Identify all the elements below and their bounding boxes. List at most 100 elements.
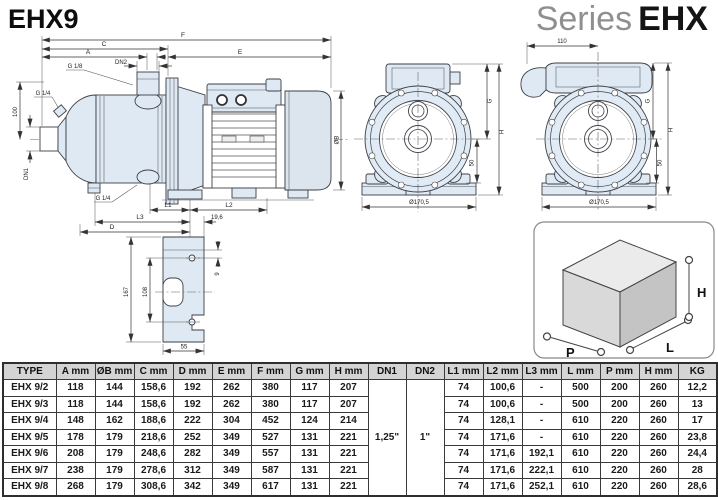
col-header-h2: H mm [638,362,679,380]
series-title-light: Series [535,0,633,38]
col-header-type: TYPE [2,362,57,380]
cell-value: 252 [172,428,213,446]
cell-value: 148 [55,412,96,430]
cell-value: 28,6 [677,478,718,496]
cell-value: 144 [94,379,135,397]
dim-fv2-110: 110 [557,39,567,45]
dim-e: E [238,49,243,56]
cell-type: EHX 9/8 [2,478,57,496]
dim-fv2-h: H [669,128,675,132]
cell-value: 248,6 [133,445,174,463]
cell-type: EHX 9/3 [2,395,57,413]
cell-value: 100,6 [482,395,523,413]
cell-value: 349 [211,461,252,479]
cell-type: EHX 9/6 [2,445,57,463]
cell-value: - [521,395,562,413]
col-header-f: F mm [250,362,291,380]
cell-value: 252,1 [521,478,562,496]
cell-type: EHX 9/4 [2,412,57,430]
dim-l2: L2 [225,202,233,209]
cell-value: 557 [250,445,291,463]
cell-value: 117 [289,395,330,413]
cell-value: 220 [599,428,640,446]
dim-108: 108 [143,286,149,297]
cell-value: 527 [250,428,291,446]
cell-value: 131 [289,445,330,463]
cell-value: 192 [172,379,213,397]
cell-value: 278,6 [133,461,174,479]
box-dim-h: H [697,285,706,300]
cell-value: 312 [172,461,213,479]
cell-value: 200 [599,379,640,397]
cell-value: 220 [599,478,640,496]
dim-fv1-50: 50 [470,159,476,166]
cell-value: 144 [94,395,135,413]
cell-value: 179 [94,445,135,463]
dim-196: 19,6 [211,215,223,221]
cell-value: 118 [55,395,96,413]
cell-value: 610 [560,461,601,479]
cell-value: 260 [638,478,679,496]
cell-value: 610 [560,412,601,430]
cell-value: 380 [250,395,291,413]
cell-value: 260 [638,379,679,397]
cell-value: 207 [328,395,369,413]
cell-value: 179 [94,478,135,496]
flange-detail: 167 108 9 55 [124,236,222,355]
col-header-l3: L3 mm [521,362,562,380]
cell-value: 131 [289,461,330,479]
cell-value: 28 [677,461,718,479]
cell-value: 500 [560,379,601,397]
cell-value: 610 [560,428,601,446]
dim-f: F [181,32,185,39]
cell-value: 162 [94,412,135,430]
cell-value: 342 [172,478,213,496]
cell-value: 12,2 [677,379,718,397]
col-header-l: L mm [560,362,601,380]
cell-value: 24,4 [677,445,718,463]
cell-value: 131 [289,428,330,446]
col-header-e: E mm [211,362,252,380]
cell-value: 171,6 [482,478,523,496]
cell-value: - [521,379,562,397]
dim-a: A [86,49,91,56]
col-header-p: P mm [599,362,640,380]
cell-value: 23,8 [677,428,718,446]
cell-value: 262 [211,379,252,397]
cell-value: 74 [443,395,484,413]
cell-value: 308,6 [133,478,174,496]
cell-value: 131 [289,478,330,496]
dim-dn1: DN1 [24,167,30,180]
cell-value: 260 [638,395,679,413]
label-g18: G 1/8 [68,64,83,70]
cell-value: 260 [638,412,679,430]
cell-value: 128,1 [482,412,523,430]
dim-fv1-h: H [500,130,506,134]
cell-value: 617 [250,478,291,496]
cell-value: 587 [250,461,291,479]
cell-value: 221 [328,428,369,446]
cell-value: - [521,428,562,446]
cell-value: 74 [443,478,484,496]
cell-value: 282 [172,445,213,463]
label-g14-top: G 1/4 [36,91,51,97]
cell-value: 268 [55,478,96,496]
cell-value: 452 [250,412,291,430]
col-header-dn2: DN2 [405,362,445,380]
col-header-l2: L2 mm [482,362,523,380]
cell-value: 179 [94,461,135,479]
front-view-cover: 110 G H 50 Ø170,5 [520,39,675,212]
series-title-bold: EHX [638,0,708,38]
col-header-h: H mm [328,362,369,380]
cell-value: 74 [443,379,484,397]
cell-value: 192 [172,395,213,413]
dim-dn2: DN2 [115,60,128,66]
cell-value: 178 [55,428,96,446]
dim-c: C [102,41,107,48]
cell-value: 208 [55,445,96,463]
